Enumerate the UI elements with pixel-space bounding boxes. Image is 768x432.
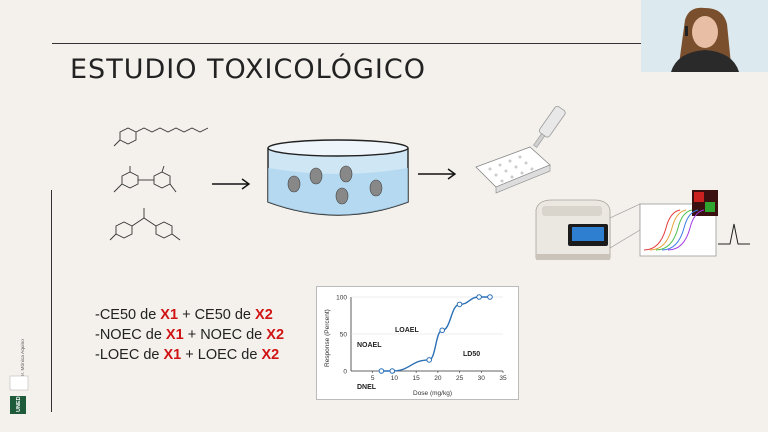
formula-prefix: -LOEC de	[95, 347, 164, 363]
formula-x1: X1	[165, 327, 184, 343]
chart-xlabel: Dose (mg/kg)	[413, 390, 452, 397]
chart-ylabel: Response (Percent)	[324, 309, 331, 367]
x-tick-label: 10	[391, 375, 399, 382]
slide-title: ESTUDIO TOXICOLÓGICO	[70, 54, 426, 85]
x-tick-label: 5	[371, 375, 375, 382]
x-tick-label: 35	[499, 375, 507, 382]
y-tick-label: 0	[343, 369, 347, 376]
data-point	[456, 301, 463, 308]
formula-x1: X1	[160, 307, 179, 323]
data-point	[389, 368, 396, 374]
x-tick-label: 20	[434, 375, 442, 382]
annotation-dnel: DNEL	[357, 384, 377, 391]
formula-prefix: -CE50 de	[95, 307, 161, 323]
formula-mid: + NOEC de	[183, 327, 267, 343]
webcam-presenter	[641, 0, 768, 72]
data-point	[487, 294, 493, 300]
beaker-with-organisms-icon	[267, 139, 409, 216]
formula-mid: + LOEC de	[181, 347, 262, 363]
formula-x2: X2	[266, 327, 285, 343]
formula-x2: X2	[261, 347, 280, 363]
y-tick-label: 50	[340, 332, 348, 339]
microplate-pipette-icon	[475, 105, 566, 194]
formula-line-ce50: -CE50 de X1 + CE50 de X2	[95, 305, 284, 325]
annotation-noael: NOAEL	[357, 342, 382, 349]
formula-line-loec: -LOEC de X1 + LOEC de X2	[95, 345, 284, 365]
dose-response-chart: Response (Percent) Dose (mg/kg) NOAEL LO…	[316, 286, 519, 400]
title-rule	[52, 43, 642, 44]
formula-list: -CE50 de X1 + CE50 de X2 -NOEC de X1 + N…	[95, 305, 284, 365]
annotation-loael: LOAEL	[395, 327, 419, 334]
logo-author: Dr. Mónica Aquino	[20, 339, 26, 378]
x-tick-label: 15	[413, 375, 421, 382]
data-point	[426, 357, 432, 363]
x-tick-label: 30	[478, 375, 486, 382]
data-point	[476, 294, 482, 300]
arrow-right-icon	[418, 168, 457, 180]
y-tick-label: 100	[336, 295, 347, 302]
data-point	[378, 368, 385, 374]
logo-brand: UNED	[16, 396, 22, 412]
formula-mid: + CE50 de	[178, 307, 256, 323]
left-rule	[51, 190, 52, 412]
data-point	[439, 327, 445, 334]
formula-x1: X1	[163, 347, 182, 363]
chemical-structure-icon	[109, 127, 209, 241]
formula-x2: X2	[255, 307, 273, 323]
x-tick-label: 25	[456, 375, 464, 382]
qpcr-curves-icon	[610, 190, 750, 257]
uned-logo: Dr. Mónica Aquino UNED	[9, 339, 29, 414]
formula-line-noec: -NOEC de X1 + NOEC de X2	[95, 325, 284, 345]
arrow-right-icon	[212, 178, 251, 190]
formula-prefix: -NOEC de	[95, 327, 166, 343]
annotation-ld50: LD50	[463, 351, 480, 358]
thermocycler-icon	[535, 199, 611, 260]
